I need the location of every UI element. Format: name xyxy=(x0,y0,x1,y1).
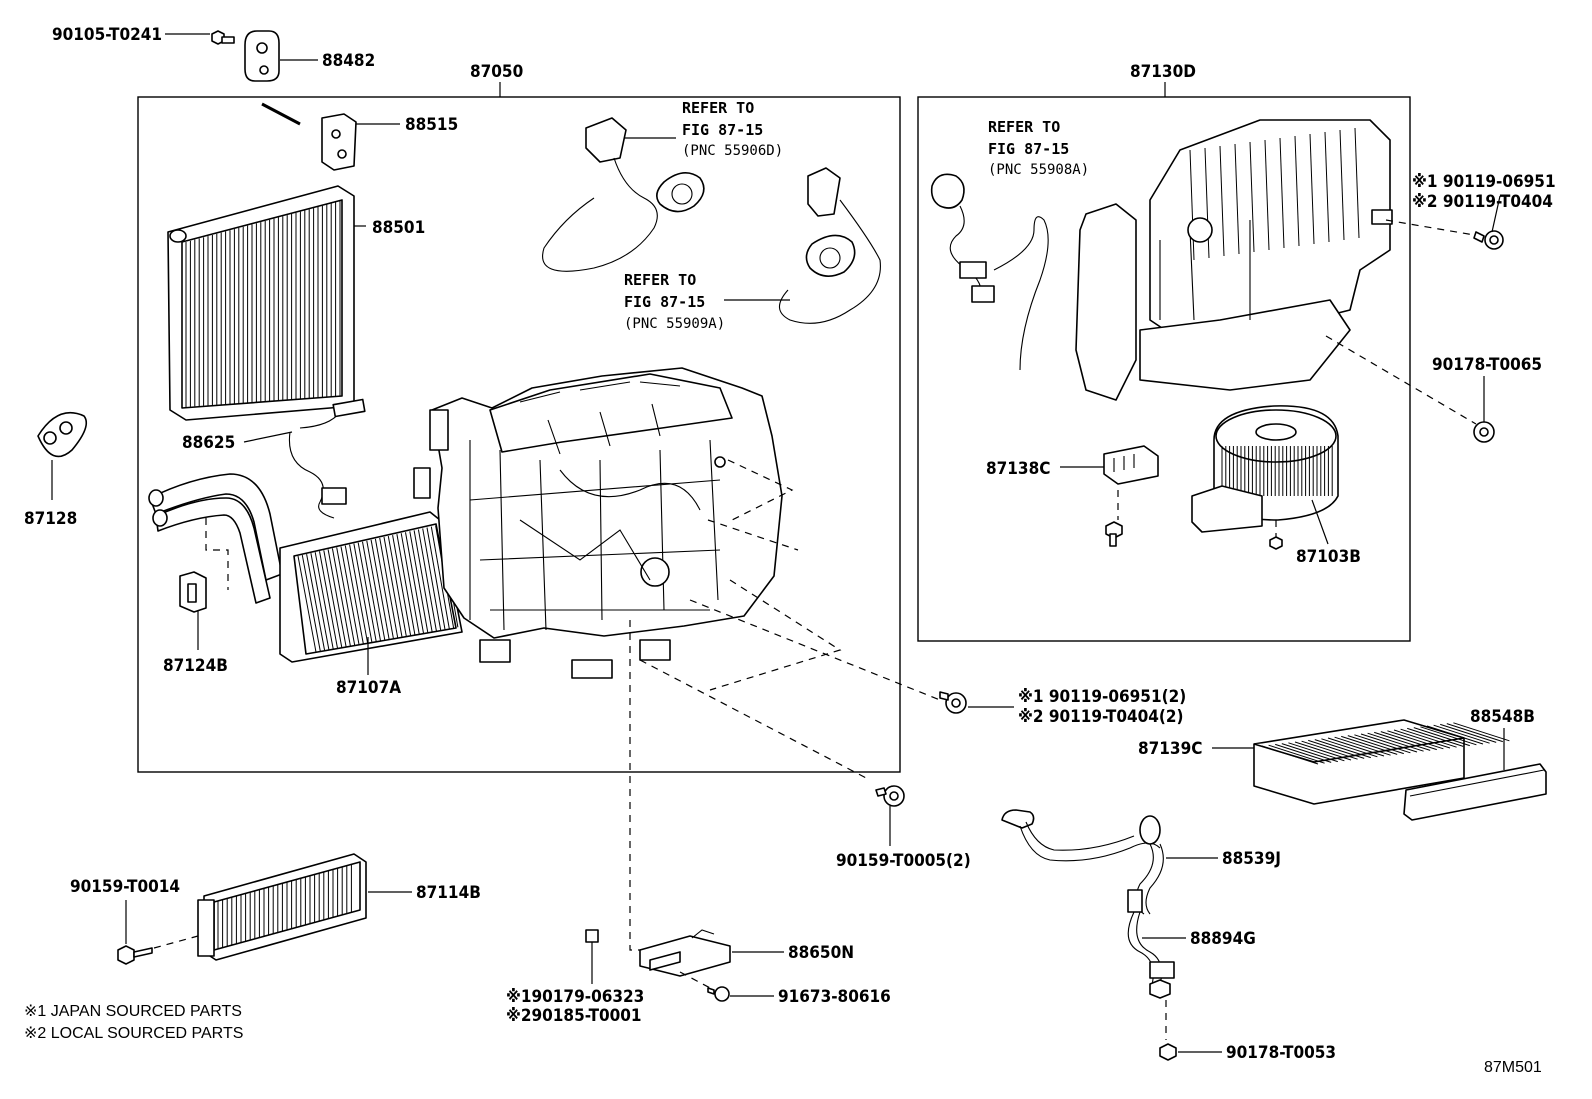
ref1-line1: REFER TO xyxy=(682,99,754,117)
servo-actuator-left xyxy=(542,117,705,272)
bolt-90105 xyxy=(211,30,235,45)
label-87050: 87050 xyxy=(470,62,523,82)
cabin-filter-87139c xyxy=(1253,719,1510,805)
label-88650n: 88650N xyxy=(788,943,854,963)
plate-88482 xyxy=(244,30,280,82)
label-90119-06951-a: ※1 90119-06951 xyxy=(1412,172,1556,192)
label-88539j: 88539J xyxy=(1222,849,1281,869)
label-88894g: 88894G xyxy=(1190,929,1256,949)
legend-note-2: ※2 LOCAL SOURCED PARTS xyxy=(24,1025,243,1042)
label-91673-80616: 91673-80616 xyxy=(778,987,891,1007)
label-88515: 88515 xyxy=(405,115,458,135)
ref1-line3: (PNC 55906D) xyxy=(682,143,783,159)
label-90159-t0005: 90159-T0005(2) xyxy=(836,851,971,871)
label-88482: 88482 xyxy=(322,51,375,71)
diagram-id: 87M501 xyxy=(1484,1059,1542,1076)
label-87114b: 87114B xyxy=(416,883,481,903)
label-88548b: 88548B xyxy=(1470,707,1535,727)
blower-case-87130d xyxy=(1075,119,1393,401)
servo-actuator-right xyxy=(778,167,881,324)
legend-note-1: ※1 JAPAN SOURCED PARTS xyxy=(24,1003,242,1020)
screw-90159-t0005 xyxy=(875,785,905,807)
screw-90119-a xyxy=(1473,230,1504,250)
label-88501: 88501 xyxy=(372,218,425,238)
label-87103b: 87103B xyxy=(1296,547,1361,567)
label-87107a: 87107A xyxy=(336,678,401,698)
label-87138c: 87138C xyxy=(986,459,1050,479)
ref1-line2: FIG 87-15 xyxy=(682,121,763,139)
label-90178-t0053: 90178-T0053 xyxy=(1226,1043,1336,1063)
ref3-line3: (PNC 55908A) xyxy=(988,162,1089,178)
label-88625: 88625 xyxy=(182,433,235,453)
screw-90159-t0014 xyxy=(117,935,199,965)
clip-90179 xyxy=(585,929,599,943)
evaporator-88501 xyxy=(167,185,355,421)
filter-cover-88548b xyxy=(1403,763,1547,821)
ref2-line1: REFER TO xyxy=(624,271,696,289)
label-87128: 87128 xyxy=(24,509,77,529)
label-87124b: 87124B xyxy=(163,656,228,676)
bracket-88650n xyxy=(639,929,731,977)
ref2-line2: FIG 87-15 xyxy=(624,293,705,311)
harness-55908a xyxy=(930,173,1049,371)
duct-87114b xyxy=(197,853,367,961)
label-90119-06951-b: ※1 90119-06951(2) xyxy=(1018,687,1186,707)
label-87130d: 87130D xyxy=(1130,62,1196,82)
label-90119-t0404-a: ※2 90119-T0404 xyxy=(1412,192,1553,212)
screw-90119-b xyxy=(939,691,967,714)
label-90105-t0241: 90105-T0241 xyxy=(52,25,162,45)
sensor-harness-88894g xyxy=(1127,889,1175,1040)
thermistor-88625 xyxy=(288,398,366,519)
label-90178-t0065: 90178-T0065 xyxy=(1432,355,1542,375)
nut-90178-t0053 xyxy=(1159,1043,1177,1061)
washer-90178-t0065 xyxy=(1473,421,1495,443)
ref2-line3: (PNC 55909A) xyxy=(624,316,725,332)
heater-core-87107a xyxy=(148,473,463,663)
clamp-87124b xyxy=(179,518,229,613)
grommet-87128 xyxy=(37,411,88,458)
label-90159-t0014: 90159-T0014 xyxy=(70,877,180,897)
ref3-line2: FIG 87-15 xyxy=(988,140,1069,158)
label-90119-t0404-b: ※2 90119-T0404(2) xyxy=(1018,707,1184,727)
drain-hose-88539j xyxy=(1001,809,1164,915)
blower-assy-frame xyxy=(917,96,1411,642)
hvac-case-87050 xyxy=(413,367,783,679)
unit-assy-frame xyxy=(137,96,901,773)
blower-motor-87103b xyxy=(1191,405,1339,550)
label-90179-06323: ※190179-06323 xyxy=(506,987,644,1007)
screw-91673-80616 xyxy=(679,971,730,1002)
expansion-valve-88515 xyxy=(261,102,357,171)
label-90185-t0001: ※290185-T0001 xyxy=(506,1006,642,1026)
resistor-87138c xyxy=(1103,445,1159,547)
ref3-line1: REFER TO xyxy=(988,118,1060,136)
label-87139c: 87139C xyxy=(1138,739,1202,759)
